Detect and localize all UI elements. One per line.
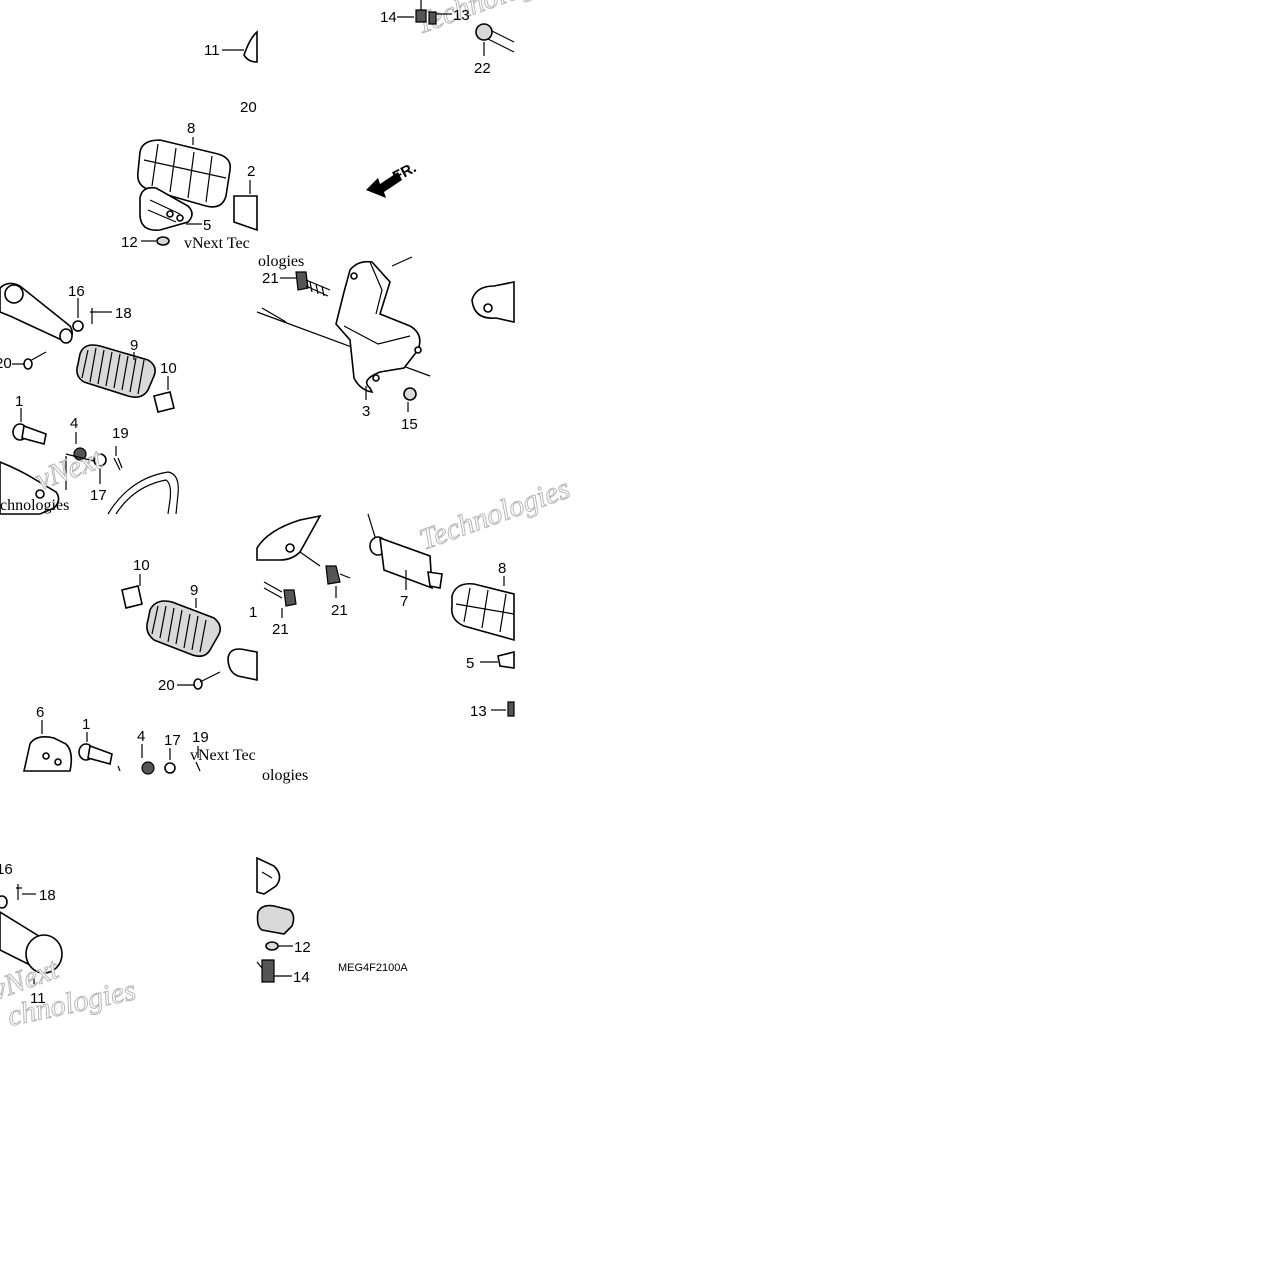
part-label-5-lower: 5 bbox=[466, 655, 474, 672]
front-arrow-icon bbox=[366, 172, 402, 198]
part-label-7: 7 bbox=[400, 593, 408, 610]
part-label-4: 4 bbox=[70, 415, 78, 432]
part-label-8: 8 bbox=[187, 120, 195, 137]
part-label-11-bottom: 11 bbox=[30, 990, 46, 1007]
part-label-9-lower: 9 bbox=[190, 582, 198, 599]
part-label-6: 6 bbox=[36, 704, 44, 721]
tile-bottom-middle: 12 14 MEG4F2100A bbox=[256, 856, 408, 986]
part-label-18: 18 bbox=[115, 305, 132, 322]
part-label-16-bottom: 16 bbox=[0, 861, 13, 878]
part-label-17: 17 bbox=[90, 487, 107, 504]
tile-top-middle: Technologies 14 13 22 FR. bbox=[366, 0, 571, 198]
footpeg-grip bbox=[76, 344, 156, 398]
part-label-20: 20 bbox=[240, 99, 257, 116]
part-label-12-bottom: 12 bbox=[294, 939, 311, 956]
tile-mid-left: 16 18 20 9 10 1 4 17 bbox=[0, 282, 179, 515]
tile-lower-left: 10 9 1 20 6 1 4 17 bbox=[23, 557, 258, 775]
watermark-chnologies-1: chnologies bbox=[0, 497, 69, 514]
part-label-13-lower: 13 bbox=[470, 703, 487, 720]
part-label-11: 11 bbox=[204, 42, 220, 59]
watermark-vnext-tec-2: vNext Tec bbox=[190, 747, 256, 764]
part-label-10-lower: 10 bbox=[133, 557, 150, 574]
part-label-2: 2 bbox=[247, 163, 255, 180]
footpeg-rubber-lower bbox=[450, 582, 515, 642]
part-label-20-lower: 20 bbox=[158, 677, 175, 694]
watermark-vnext-tec: vNext Tec bbox=[184, 235, 250, 252]
part-label-19: 19 bbox=[112, 425, 129, 442]
watermark-ologies-1: ologies bbox=[258, 253, 304, 270]
part-label-8-lower: 8 bbox=[498, 560, 506, 577]
part-label-14-bottom: 14 bbox=[293, 969, 310, 986]
part-label-21-a: 21 bbox=[331, 602, 348, 619]
part-label-20-mid: 20 bbox=[0, 355, 12, 372]
part-label-19-lower: 19 bbox=[192, 729, 209, 746]
cap-part bbox=[222, 30, 258, 63]
part-label-1-lower: 1 bbox=[249, 604, 257, 621]
part-label-17-lower: 17 bbox=[164, 732, 181, 749]
part-label-4-lower: 4 bbox=[137, 728, 145, 745]
diagram-reference-code: MEG4F2100A bbox=[338, 962, 408, 974]
part-label-13-top: 13 bbox=[453, 7, 470, 24]
tile-mid-middle: ologies 21 3 15 bbox=[256, 253, 515, 433]
part-label-18-bottom: 18 bbox=[39, 887, 56, 904]
watermark-ologies-2: ologies bbox=[262, 767, 308, 784]
part-label-21-mid: 21 bbox=[262, 270, 279, 287]
tile-bottom-left: 16 18 11 vNext chnologies bbox=[0, 861, 139, 1033]
part-label-1-bottom: 1 bbox=[82, 716, 90, 733]
part-label-16: 16 bbox=[68, 283, 85, 300]
tile-lower-middle: Technologies 21 21 7 8 5 bbox=[256, 471, 575, 784]
tile-top-left: 11 20 8 5 2 12 vNext Tec bbox=[121, 30, 258, 252]
part-label-1: 1 bbox=[15, 393, 23, 410]
part-label-10: 10 bbox=[160, 360, 177, 377]
part-label-9: 9 bbox=[130, 337, 138, 354]
part-label-12: 12 bbox=[121, 234, 138, 251]
part-label-14-top: 14 bbox=[380, 9, 397, 26]
peg-bracket bbox=[139, 186, 193, 231]
part-label-3: 3 bbox=[362, 403, 370, 420]
part-label-15: 15 bbox=[401, 416, 418, 433]
part-label-5: 5 bbox=[203, 217, 211, 234]
footpeg-grip-lower bbox=[146, 600, 222, 658]
watermark-technologies-2: Technologies bbox=[415, 472, 574, 557]
mount-bracket bbox=[335, 256, 422, 394]
part-label-22: 22 bbox=[474, 60, 491, 77]
part-label-21-b: 21 bbox=[272, 621, 289, 638]
